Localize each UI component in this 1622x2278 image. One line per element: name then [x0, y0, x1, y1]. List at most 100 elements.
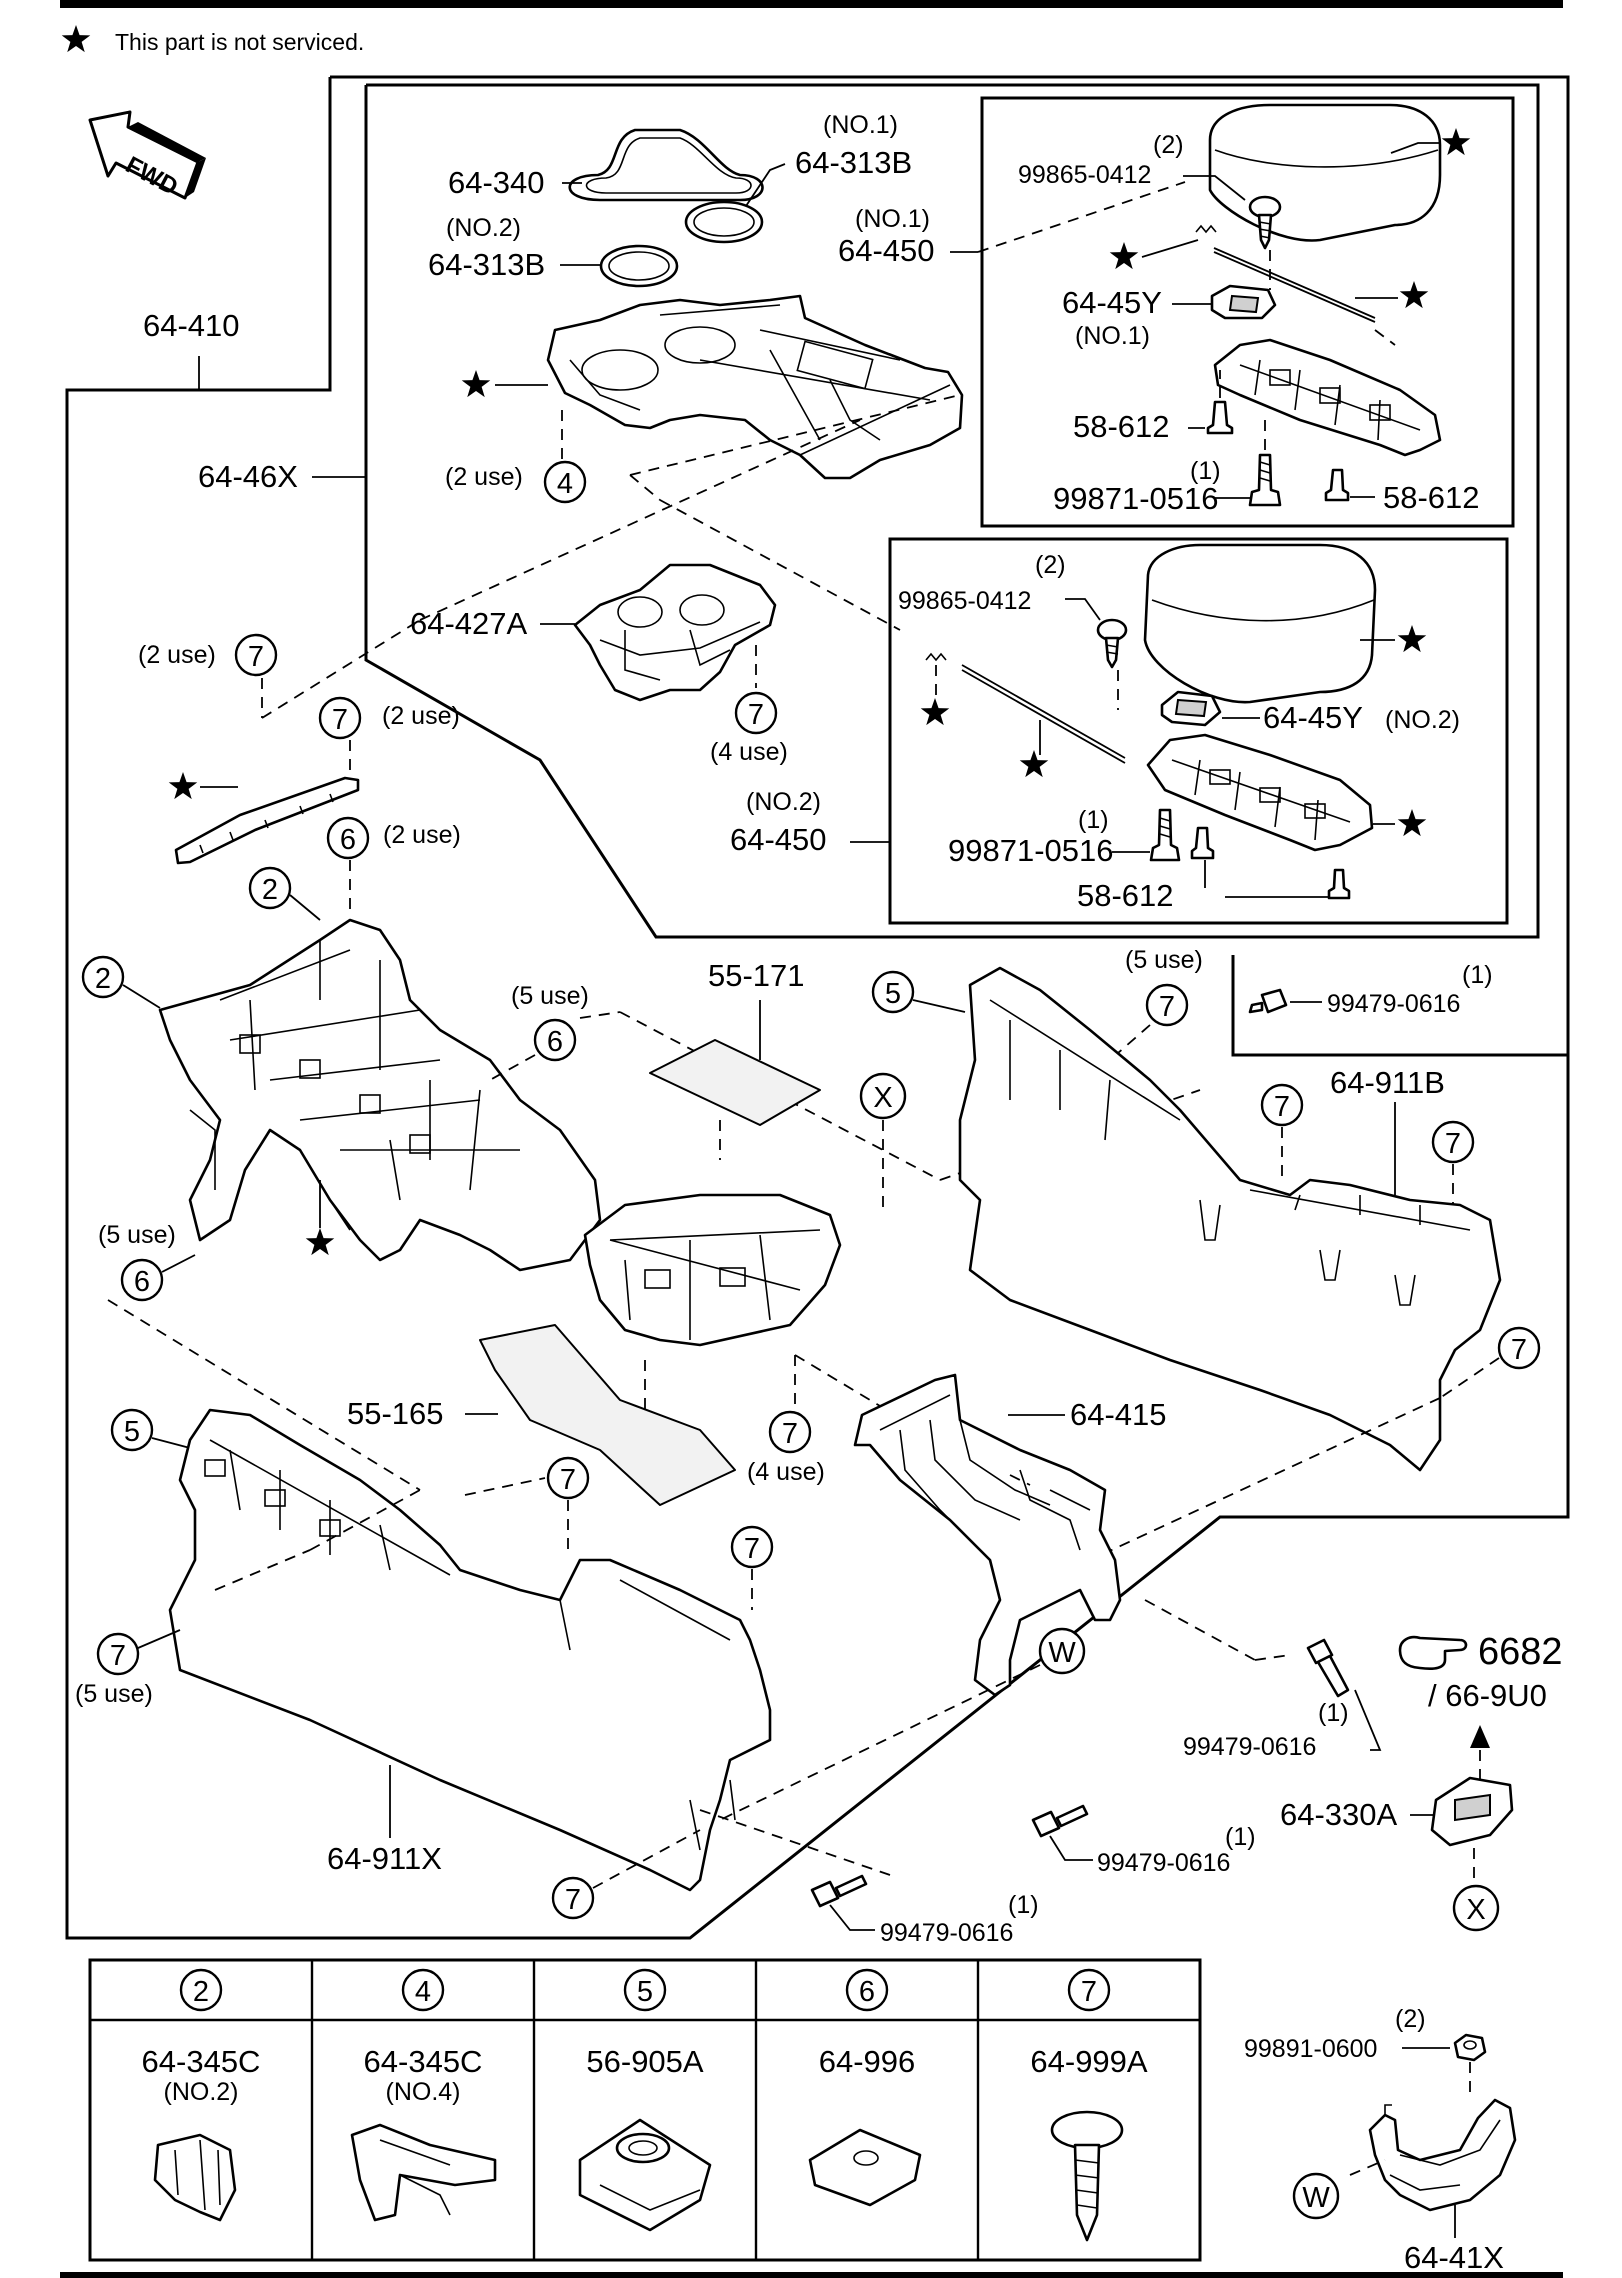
ref-circle-2	[248, 866, 292, 910]
dashed-guide	[489, 1054, 536, 1081]
ref-circle-7	[1431, 1120, 1475, 1164]
ref-circle-7	[1497, 1326, 1541, 1370]
dashed-guide	[1089, 1397, 1441, 1561]
star-icon	[1397, 625, 1427, 653]
ref-circle-x	[1452, 1884, 1500, 1932]
dashed-guide	[107, 1299, 421, 1491]
callout-330a: 64-330A	[1280, 1797, 1398, 1832]
dashed-guide	[464, 1477, 546, 1496]
ref-circle-7-label: 7	[1445, 1128, 1461, 1160]
screw-99865-b-part	[1096, 618, 1128, 669]
table-part-number: 64-345C	[364, 2044, 483, 2079]
hinge-pin-no2-edge	[961, 669, 1126, 764]
pointing-hand-icon	[1398, 1635, 1468, 1671]
callout-99865-b: 99865-0412	[898, 587, 1031, 615]
leader-line	[829, 1904, 875, 1931]
mat-55171-part	[649, 1039, 821, 1126]
trim-strip-part	[174, 776, 360, 865]
ref-circle-2	[81, 955, 125, 999]
callout-7-left-use: (2 use)	[138, 641, 216, 669]
callout-313b-no1-tag: (NO.1)	[823, 111, 898, 139]
ref-circle-6-label: 6	[340, 824, 356, 856]
callout-55171: 55-171	[708, 958, 805, 993]
dashed-guide	[1144, 1599, 1256, 1661]
dashed-guide	[261, 619, 421, 719]
dashed-guide	[719, 1664, 1041, 1821]
table-ref-label: 6	[859, 1976, 875, 2008]
table-ref-circle	[179, 1968, 223, 2012]
bolt-99479-b-part	[1306, 1638, 1350, 1698]
callout-99479-b: 99479-0616	[1183, 1733, 1316, 1761]
ref-circle-7	[551, 1876, 595, 1920]
callout-7-center-use: (2 use)	[382, 702, 460, 730]
callout-qty2-nut: (2)	[1395, 2005, 1426, 2033]
pad-313b-no2-inner	[608, 251, 670, 281]
callout-qty1-b: (1)	[1078, 806, 1109, 834]
table-ref-circle	[1067, 1968, 1111, 2012]
callout-7-tray-use: (4 use)	[710, 738, 788, 766]
callout-45y-no2-tag: (NO.2)	[1385, 706, 1460, 734]
hinge-pin-no2	[961, 664, 1126, 759]
callout-tray-427a: 64-427A	[410, 606, 528, 641]
ref-669u0: / 66-9U0	[1428, 1678, 1547, 1713]
callout-450-no1: 64-450	[838, 233, 935, 268]
armrest-base-no2-part	[1146, 733, 1374, 852]
star-icon	[1399, 281, 1429, 309]
dashed-guide	[309, 1489, 421, 1551]
fwd-arrow-icon: FWD	[88, 110, 206, 201]
screw-99871-a-part	[1248, 453, 1282, 507]
leader-line	[1065, 598, 1101, 621]
callout-45y-no1: 64-45Y	[1062, 285, 1162, 320]
callout-6-center-use: (2 use)	[383, 821, 461, 849]
dashed-guide	[977, 181, 1186, 253]
dashed-guide	[699, 1809, 891, 1876]
leader-line	[1141, 239, 1199, 258]
console-storage-box-part	[583, 1193, 842, 1347]
armrest-no2-box	[888, 537, 1509, 925]
table-ref-circle	[845, 1968, 889, 2012]
dashed-guide	[629, 474, 661, 501]
ref-circle-7	[234, 633, 278, 677]
leader-line	[912, 999, 966, 1013]
leader-line	[1390, 142, 1440, 154]
ref-circle-7-label: 7	[1511, 1334, 1527, 1366]
callout-qty1-e: (1)	[1225, 1823, 1256, 1851]
ref-circle-6	[326, 816, 370, 860]
bolt-99479-c-part	[1031, 1804, 1089, 1838]
callout-415: 64-415	[1070, 1397, 1167, 1432]
ref-circle-7-label: 7	[748, 699, 764, 731]
ref-circle-w-label: W	[1302, 2182, 1330, 2214]
callout-99479-c: 99479-0616	[1097, 1849, 1230, 1877]
table-ref-label: 2	[193, 1976, 209, 2008]
table-part-sub: (NO.4)	[386, 2078, 461, 2106]
ref-circle-6-label: 6	[134, 1266, 150, 1298]
ref-circle-7-label: 7	[110, 1640, 126, 1672]
table-ref-label: 7	[1081, 1976, 1097, 2008]
callout-58612-b: 58-612	[1383, 480, 1480, 515]
leader-line	[161, 1254, 196, 1273]
callout-911b: 64-911B	[1330, 1065, 1445, 1100]
table-ref-circle	[623, 1968, 667, 2012]
ref-circle-w	[1292, 2172, 1340, 2220]
mat-55165-part	[479, 1324, 736, 1506]
main-assembly-outline	[65, 75, 1570, 1940]
top-rule	[60, 0, 1563, 8]
bracket-415-part	[853, 1373, 1122, 1697]
callout-450-no2-tag: (NO.2)	[746, 788, 821, 816]
ref-circle-2-label: 2	[95, 963, 111, 995]
ref-circle-7-label: 7	[560, 1464, 576, 1496]
callout-qty1-f: (1)	[1008, 1891, 1039, 1919]
callout-qty2-a: (2)	[1153, 131, 1184, 159]
tray-427a-part	[573, 563, 777, 702]
ref-circle-7-label: 7	[565, 1884, 581, 1916]
callout-qty1-a: (1)	[1190, 457, 1221, 485]
ref-circle-6	[533, 1018, 577, 1062]
armrest-no1-box	[980, 96, 1515, 528]
callout-qty1-c: (1)	[1462, 961, 1493, 989]
bottom-rule	[60, 2272, 1563, 2278]
leader-line	[137, 1629, 181, 1649]
ref-circle-7-label: 7	[248, 641, 264, 673]
armrest-base-no1-part	[1213, 338, 1442, 457]
ref-circle-4-label: 4	[557, 468, 573, 500]
